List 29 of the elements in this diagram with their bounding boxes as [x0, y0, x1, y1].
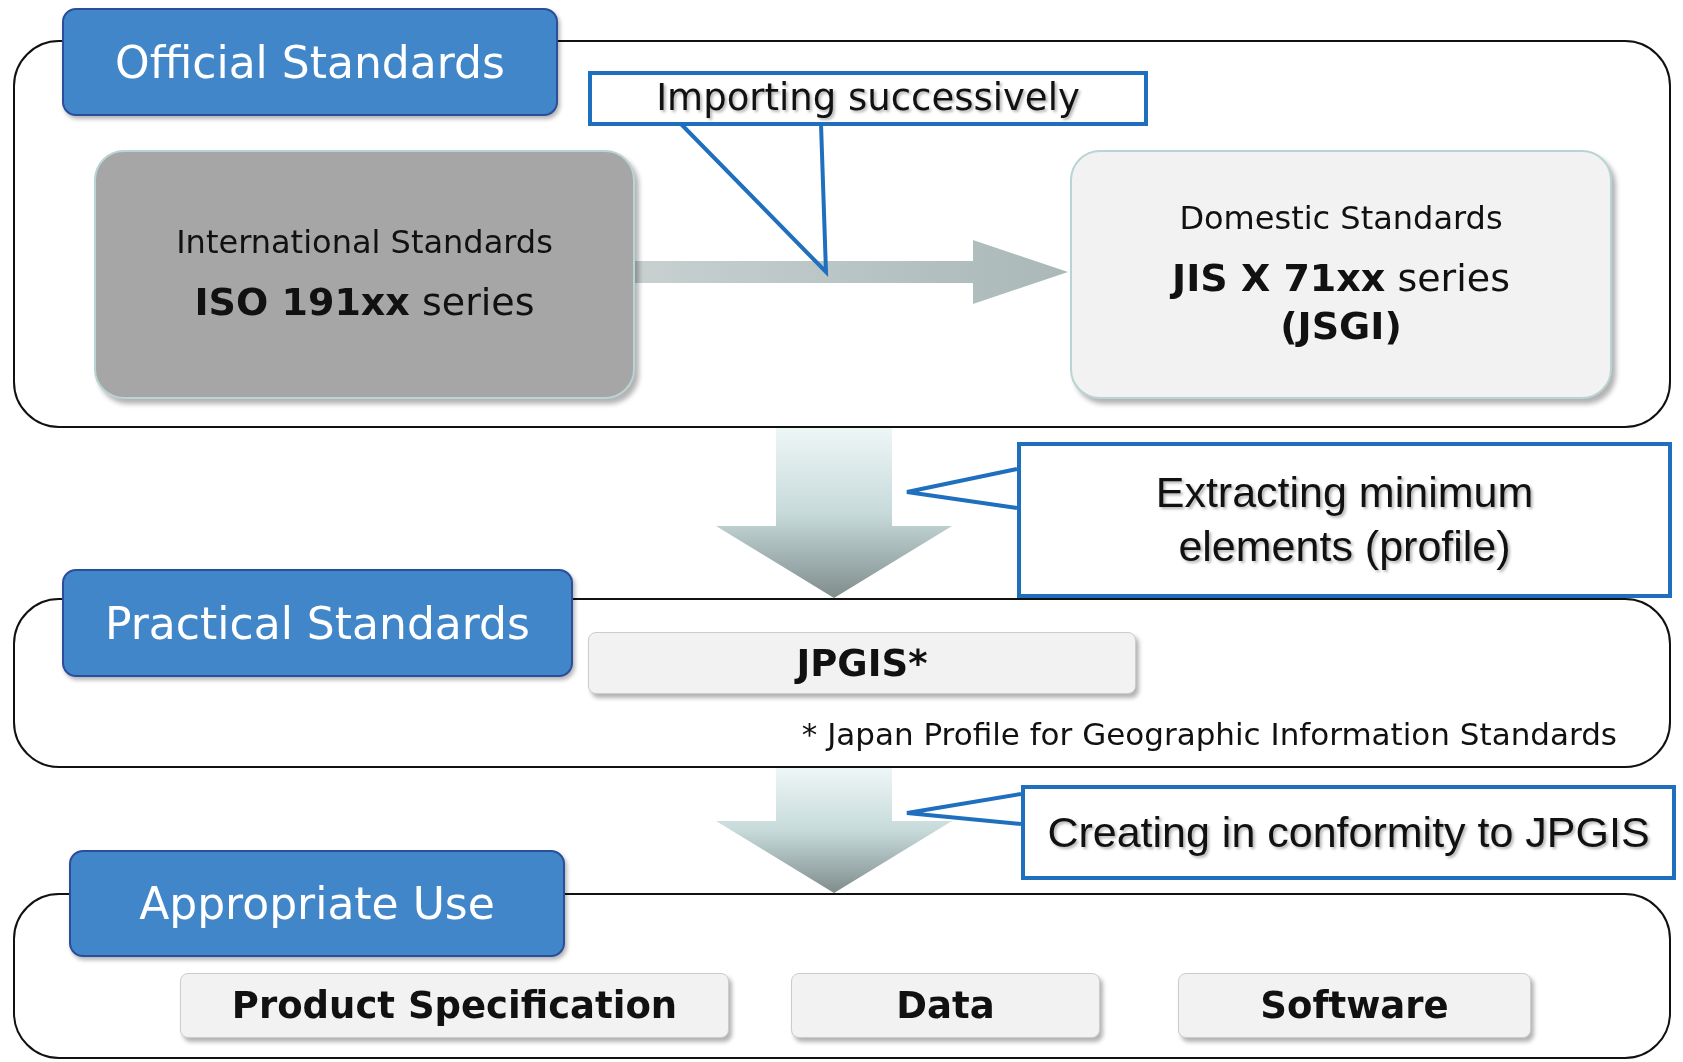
callout-box — [1017, 442, 1672, 598]
box-text: JIS X 71xx series (JSGI) — [1169, 255, 1511, 350]
label-box — [180, 973, 729, 1038]
box-label: Data — [896, 984, 995, 1027]
callout-text: Creating in conformity to JPGIS — [1047, 806, 1650, 858]
leader-line — [905, 792, 1022, 826]
block-arrow — [716, 428, 952, 598]
panel-heading: Practical Standards — [62, 569, 573, 677]
callout-text: Extracting minimum elements (profile) — [1154, 467, 1535, 572]
standard-box — [94, 150, 635, 399]
leader-line — [905, 467, 1018, 510]
callout-box — [1021, 785, 1676, 880]
box-label: Software — [1260, 984, 1449, 1027]
callout-text: Importing successively — [656, 75, 1080, 122]
box-label: Product Specification — [231, 984, 678, 1027]
label-box — [588, 632, 1136, 694]
panel-heading: Official Standards — [62, 8, 558, 116]
block-arrow — [633, 240, 1068, 304]
label-box — [1178, 973, 1531, 1038]
block-arrow — [716, 768, 952, 893]
standard-box — [1070, 150, 1612, 399]
box-text: ISO 191xx series — [194, 278, 535, 326]
callout-box — [588, 71, 1148, 126]
box-heading: International Standards — [176, 222, 553, 261]
box-label: JPGIS* — [796, 641, 928, 685]
footnote: * Japan Profile for Geographic Information Standards — [801, 716, 1617, 752]
panel-heading: Appropriate Use — [69, 850, 565, 957]
label-box — [791, 973, 1100, 1038]
box-heading: Domestic Standards — [1179, 199, 1503, 237]
